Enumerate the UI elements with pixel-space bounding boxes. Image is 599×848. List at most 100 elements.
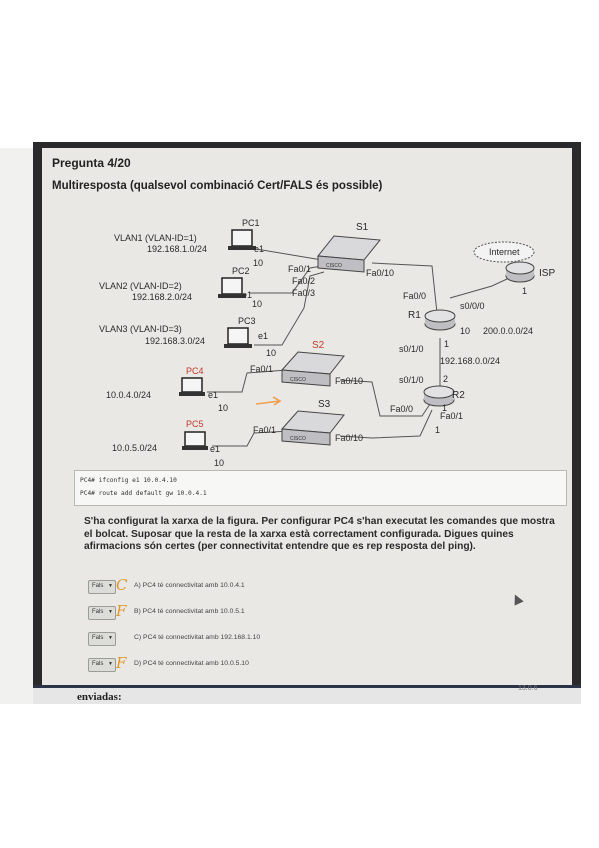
- s1-fa03-label: Fa0/3: [292, 288, 315, 298]
- question-type: Multiresposta (qualsevol combinació Cert…: [52, 180, 383, 192]
- switch-brand-label: CISCO: [290, 377, 306, 383]
- option-d: Fals▼ F D) PC4 té connectivitat amb 10.0…: [88, 654, 548, 672]
- option-c-select[interactable]: Fals▼: [88, 632, 116, 646]
- footer-label: enviadas:: [77, 691, 122, 703]
- isp-port-1: 1: [522, 286, 527, 296]
- pc3-port-10: 10: [266, 348, 276, 358]
- s1-label: S1: [356, 222, 369, 233]
- chevron-down-icon: ▼: [108, 609, 113, 615]
- pc1-label: PC1: [242, 218, 260, 228]
- r1-s000-label: s0/0/0: [460, 301, 485, 311]
- chevron-down-icon: ▼: [108, 583, 113, 589]
- pc4-net-label: 10.0.4.0/24: [106, 390, 151, 400]
- vlan2-label: VLAN2 (VLAN-ID=2): [99, 281, 182, 291]
- pc5-label: PC5: [186, 419, 204, 429]
- internet-cloud-icon: [473, 241, 535, 263]
- router-r2-icon: [423, 385, 455, 407]
- link-s2-r2: [339, 379, 431, 417]
- option-c: Fals▼ C) PC4 té connectivitat amb 192.16…: [88, 632, 548, 646]
- link-pc4-s2: [207, 369, 288, 393]
- s1-fa02-label: Fa0/2: [292, 276, 315, 286]
- switch-s3-icon: CISCO: [280, 410, 345, 446]
- s2-fa01-label: Fa0/1: [250, 364, 273, 374]
- pc1-icon: [228, 229, 256, 250]
- pc2-e1-label: e1: [242, 290, 252, 300]
- pc4-icon: [179, 377, 205, 396]
- pc3-icon: [224, 327, 252, 348]
- pc4-label: PC4: [186, 366, 204, 376]
- option-b-text: B) PC4 té connectivitat amb 10.0.5.1: [134, 608, 245, 615]
- option-d-select[interactable]: Fals▼: [88, 658, 116, 672]
- r1-s010-label: s0/1/0: [399, 344, 424, 354]
- s3-fa010-label: Fa0/10: [335, 433, 363, 443]
- footer-strip: enviadas: 13.0.6: [33, 685, 581, 704]
- r2-port-1: 1: [442, 403, 447, 413]
- handdrawn-arrow-icon: [255, 396, 282, 406]
- pc4-e1-label: e1: [208, 390, 218, 400]
- handwritten-mark: F: [116, 602, 127, 620]
- background-strip: [0, 148, 33, 704]
- s1-fa010-label: Fa0/10: [366, 268, 394, 278]
- s2-fa010-label: Fa0/10: [335, 376, 363, 386]
- link-pc3-s1: [254, 271, 325, 346]
- vlan2-net: 192.168.2.0/24: [132, 292, 192, 302]
- network-diagram: CISCO CISCO CISCO: [99, 218, 555, 468]
- switch-s2-icon: CISCO: [280, 351, 345, 387]
- vlan1-label: VLAN1 (VLAN-ID=1): [114, 233, 197, 243]
- r2-port-1b: 1: [435, 425, 440, 435]
- command-output-box: PC4# ifconfig e1 10.0.4.10 PC4# route ad…: [74, 470, 567, 506]
- pc2-port-10: 10: [252, 299, 262, 309]
- option-b-select[interactable]: Fals▼: [88, 606, 116, 620]
- handwritten-mark: F: [116, 654, 127, 672]
- r1r2-net-label: 192.168.0.0/24: [440, 356, 500, 366]
- handwritten-mark: C: [116, 576, 128, 594]
- s3-label: S3: [318, 399, 331, 410]
- footer-number: 13.0.6: [518, 685, 538, 692]
- router-r1-icon: [424, 309, 456, 331]
- pc5-net-label: 10.0.5.0/24: [112, 443, 157, 453]
- r2-port-2: 2: [443, 374, 448, 384]
- command-line: PC4# route add default gw 10.0.4.1: [80, 490, 207, 497]
- switch-brand-label: CISCO: [326, 263, 342, 269]
- vlan3-label: VLAN3 (VLAN-ID=3): [99, 324, 182, 334]
- quiz-photo: Pregunta 4/20 Multiresposta (qualsevol c…: [33, 142, 581, 704]
- switch-brand-label: CISCO: [290, 436, 306, 442]
- option-a-text: A) PC4 té connectivitat amb 10.0.4.1: [134, 582, 245, 589]
- question-description: S'ha configurat la xarxa de la figura. P…: [84, 516, 555, 552]
- r2-s010-label: s0/1/0: [399, 375, 424, 385]
- links: [207, 247, 521, 447]
- r1-port-10: 10: [460, 326, 470, 336]
- r1-port-1: 1: [444, 339, 449, 349]
- option-b: Fals▼ F B) PC4 té connectivitat amb 10.0…: [88, 602, 548, 620]
- chevron-down-icon: ▼: [108, 661, 113, 667]
- r1-label: R1: [408, 310, 421, 321]
- mouse-cursor-icon: [510, 592, 524, 606]
- option-a: Fals▼ C A) PC4 té connectivitat amb 10.0…: [88, 576, 548, 594]
- link-pc2-s1: [250, 265, 323, 294]
- pc5-icon: [182, 431, 208, 450]
- link-s3-r2: [339, 409, 433, 439]
- option-c-text: C) PC4 té connectivitat amb 192.168.1.10: [134, 634, 261, 641]
- r2-fa01-label: Fa0/1: [440, 411, 463, 421]
- r2-label: R2: [452, 390, 465, 401]
- question-number: Pregunta 4/20: [52, 156, 131, 170]
- chevron-down-icon: ▼: [108, 635, 113, 641]
- router-isp-icon: [505, 261, 535, 283]
- question-panel: Pregunta 4/20 Multiresposta (qualsevol c…: [42, 148, 572, 688]
- option-d-text: D) PC4 té connectivitat amb 10.0.5.10: [134, 660, 249, 667]
- pc3-e1-label: e1: [258, 331, 268, 341]
- isp-label: ISP: [539, 268, 555, 279]
- option-a-select[interactable]: Fals▼: [88, 580, 116, 594]
- pc2-label: PC2: [232, 266, 250, 276]
- pc3-label: PC3: [238, 316, 256, 326]
- internet-label: Internet: [489, 247, 520, 257]
- command-line: PC4# ifconfig e1 10.0.4.10: [80, 477, 177, 484]
- vlan1-net: 192.168.1.0/24: [147, 244, 207, 254]
- switch-s1-icon: CISCO: [317, 235, 381, 273]
- link-pc1-s1: [249, 247, 323, 261]
- s3-fa01-label: Fa0/1: [253, 425, 276, 435]
- pc5-e1-label: e1: [210, 444, 220, 454]
- r2-fa00-label: Fa0/0: [390, 404, 413, 414]
- pc1-port-10: 10: [253, 258, 263, 268]
- pc2-icon: [218, 277, 246, 298]
